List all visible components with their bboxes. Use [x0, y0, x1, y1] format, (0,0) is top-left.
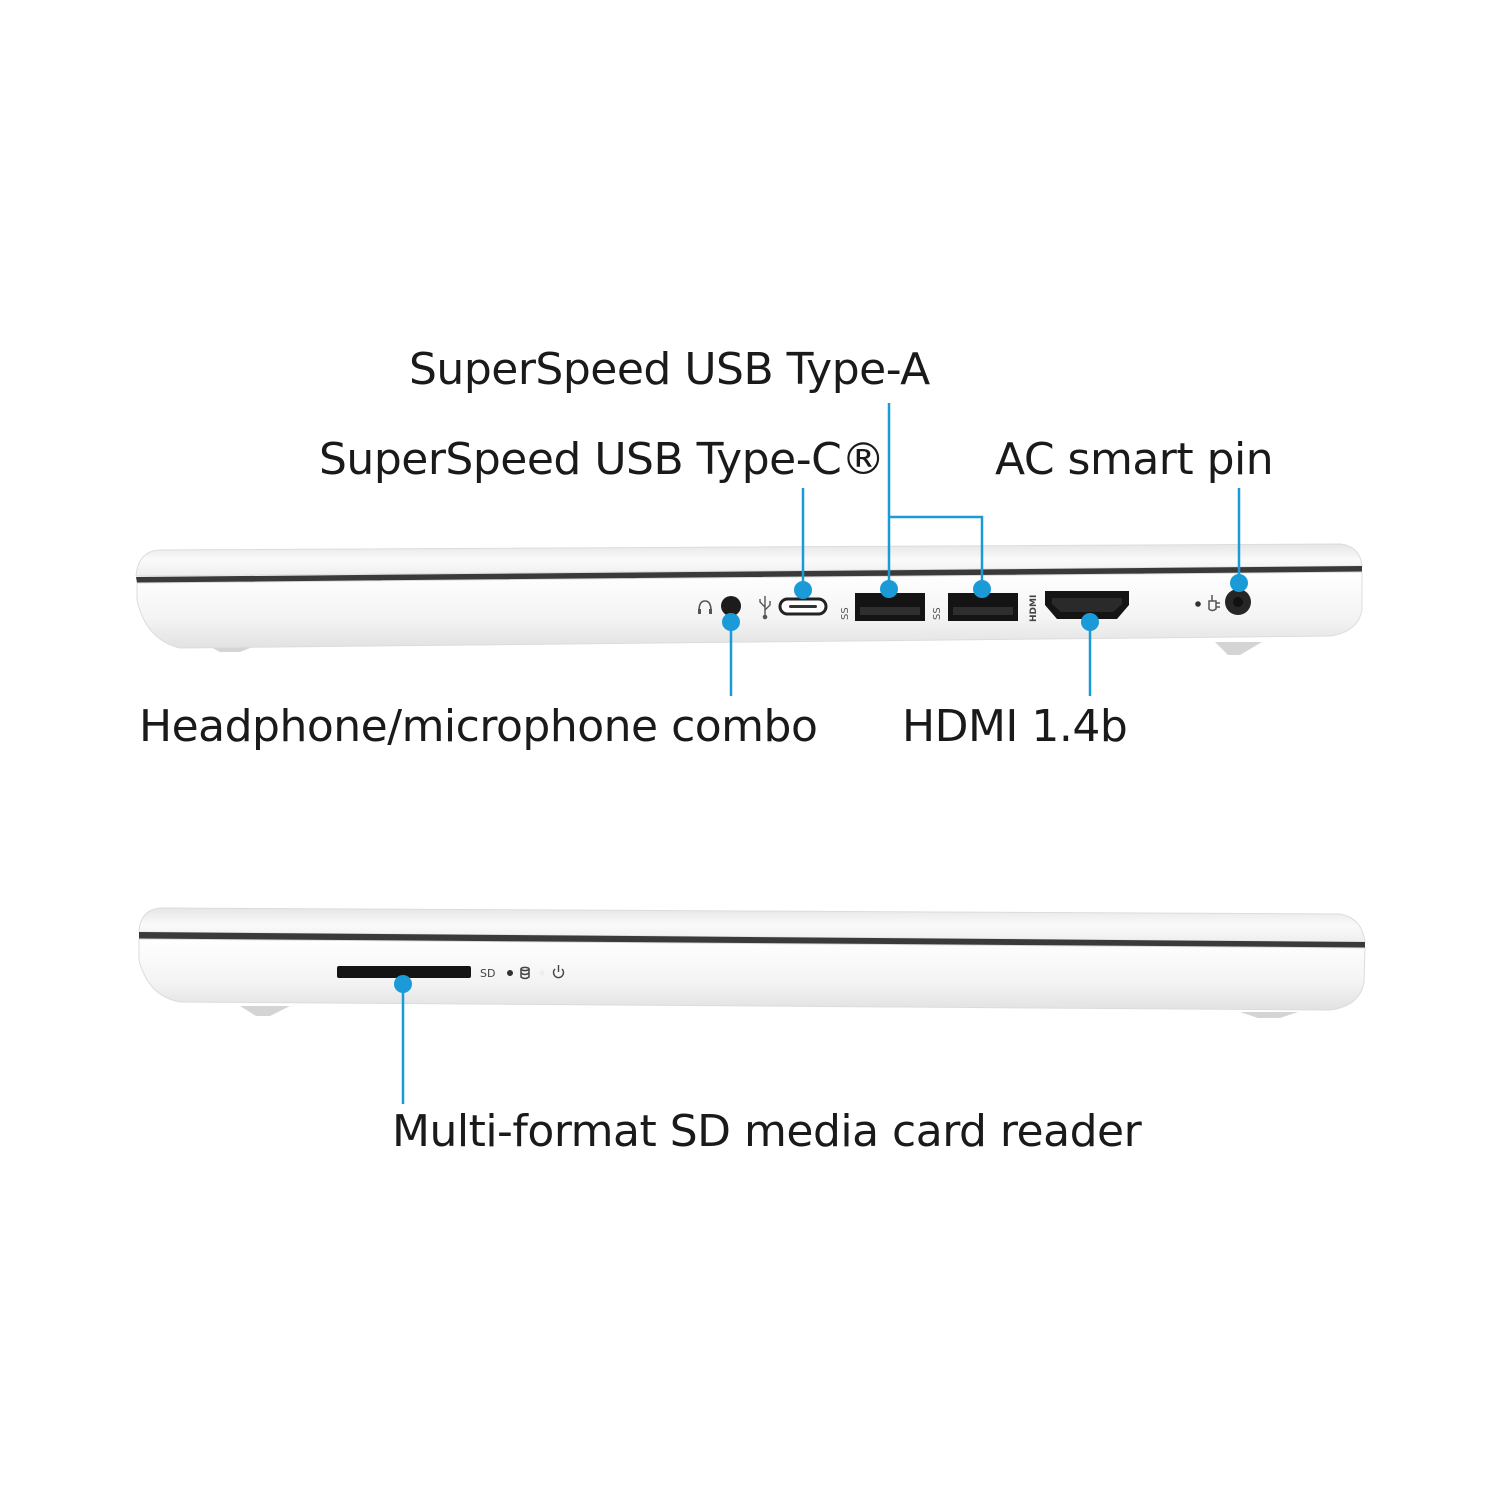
dot-sd	[394, 975, 412, 993]
callout-lines	[401, 403, 1241, 1104]
ss-mark-2: SS	[932, 607, 943, 620]
power-icon	[552, 965, 565, 979]
dot-usb-a-1	[880, 580, 898, 598]
label-hdmi: HDMI 1.4b	[902, 701, 1128, 752]
laptop-right-side: SD	[138, 907, 1366, 1018]
dot-usb-c	[794, 581, 812, 599]
status-led-2	[539, 970, 545, 976]
dot-ac-pin	[1230, 574, 1248, 592]
usb-icon	[759, 596, 771, 620]
laptop-left-side: SS SS HDMI	[135, 543, 1363, 655]
dot-headphone	[722, 613, 740, 631]
leader-usb-a-branch	[889, 515, 984, 588]
ac-plug-icon	[1208, 595, 1220, 612]
drive-activity-icon	[520, 966, 530, 980]
callout-dots	[394, 574, 1248, 993]
power-led	[1195, 601, 1201, 607]
laptop-foot-right	[1215, 642, 1262, 655]
ss-mark-1: SS	[840, 607, 851, 620]
hdmi-logo: HDMI	[1029, 595, 1039, 622]
sd-card-slot	[337, 966, 471, 978]
dot-hdmi	[1081, 613, 1099, 631]
label-usb-type-c: SuperSpeed USB Type-C®	[319, 434, 885, 485]
headphone-icon	[698, 600, 712, 614]
sd-label: SD	[480, 967, 495, 980]
status-led-1	[507, 970, 513, 976]
laptop-base-2	[138, 938, 1366, 1011]
dot-usb-a-2	[973, 580, 991, 598]
label-headphone-combo: Headphone/microphone combo	[139, 701, 818, 752]
lid-seam-2	[139, 932, 1365, 948]
label-ac-smart-pin: AC smart pin	[995, 434, 1274, 485]
label-usb-type-a: SuperSpeed USB Type-A	[409, 344, 930, 395]
label-sd-reader: Multi-format SD media card reader	[392, 1106, 1142, 1157]
laptop-base	[136, 571, 1363, 649]
lid-seam	[136, 566, 1362, 583]
headphone-jack	[721, 596, 741, 616]
laptop-foot-right-2	[1240, 1012, 1298, 1018]
laptop-foot-left-2	[240, 1006, 290, 1016]
